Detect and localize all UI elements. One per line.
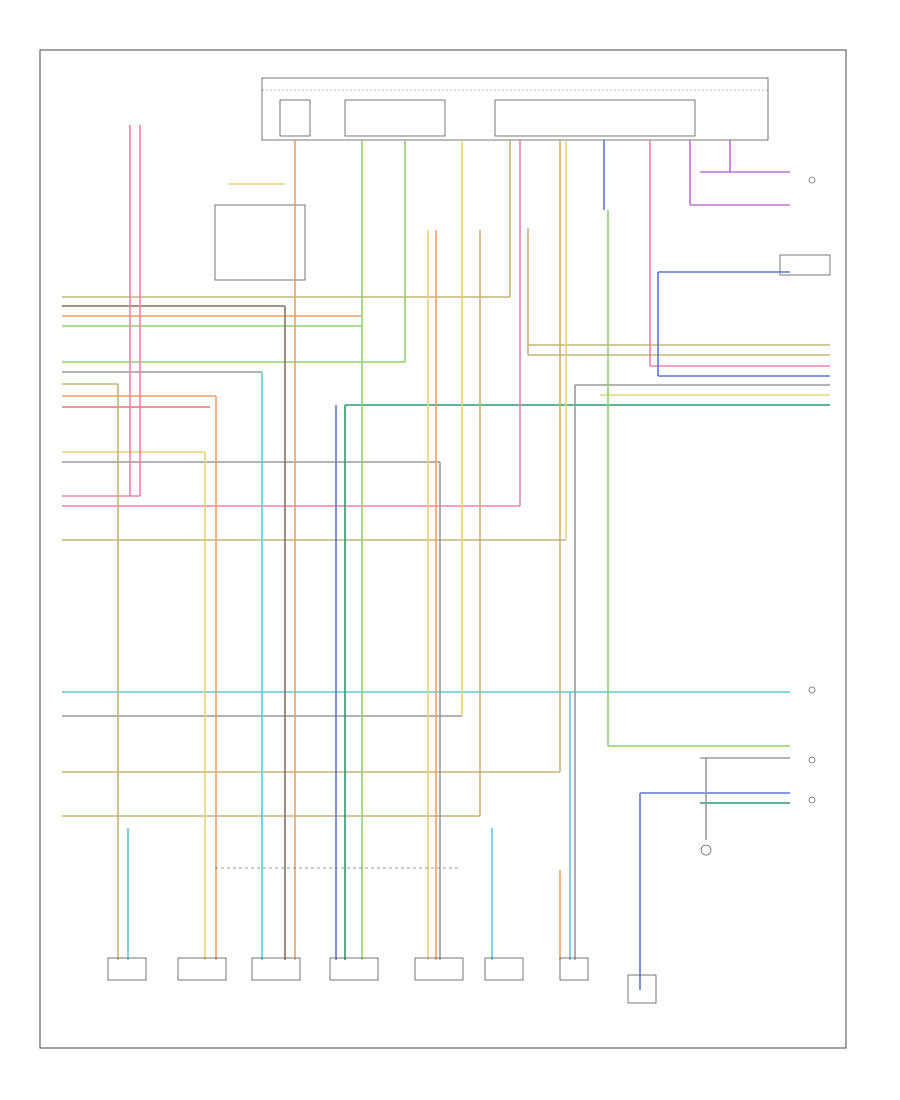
sensor-symbol <box>700 844 712 856</box>
horizontal-wires <box>62 171 830 817</box>
fuse-block-right <box>494 99 696 137</box>
diagram-frame <box>39 49 847 1049</box>
relay-block <box>214 204 306 281</box>
component-8 <box>627 974 657 1004</box>
bottom-components <box>107 867 657 1004</box>
component-3 <box>251 957 301 981</box>
fuse-block-left <box>279 99 311 137</box>
power-distribution-box <box>261 77 769 141</box>
ground-symbol-3 <box>808 756 816 764</box>
top-module-group <box>214 77 831 281</box>
right-side-components <box>700 176 816 856</box>
component-7 <box>559 957 589 981</box>
component-4 <box>329 957 379 981</box>
fuse-block-mid <box>344 99 446 137</box>
component-1 <box>107 957 147 981</box>
ground-symbol-4 <box>808 796 816 804</box>
ground-symbol-1 <box>808 176 816 184</box>
component-2 <box>177 957 227 981</box>
ground-symbol-2 <box>808 686 816 694</box>
component-5 <box>414 957 464 981</box>
vertical-wires <box>117 125 731 990</box>
component-6 <box>484 957 524 981</box>
right-module-upper <box>779 254 831 276</box>
